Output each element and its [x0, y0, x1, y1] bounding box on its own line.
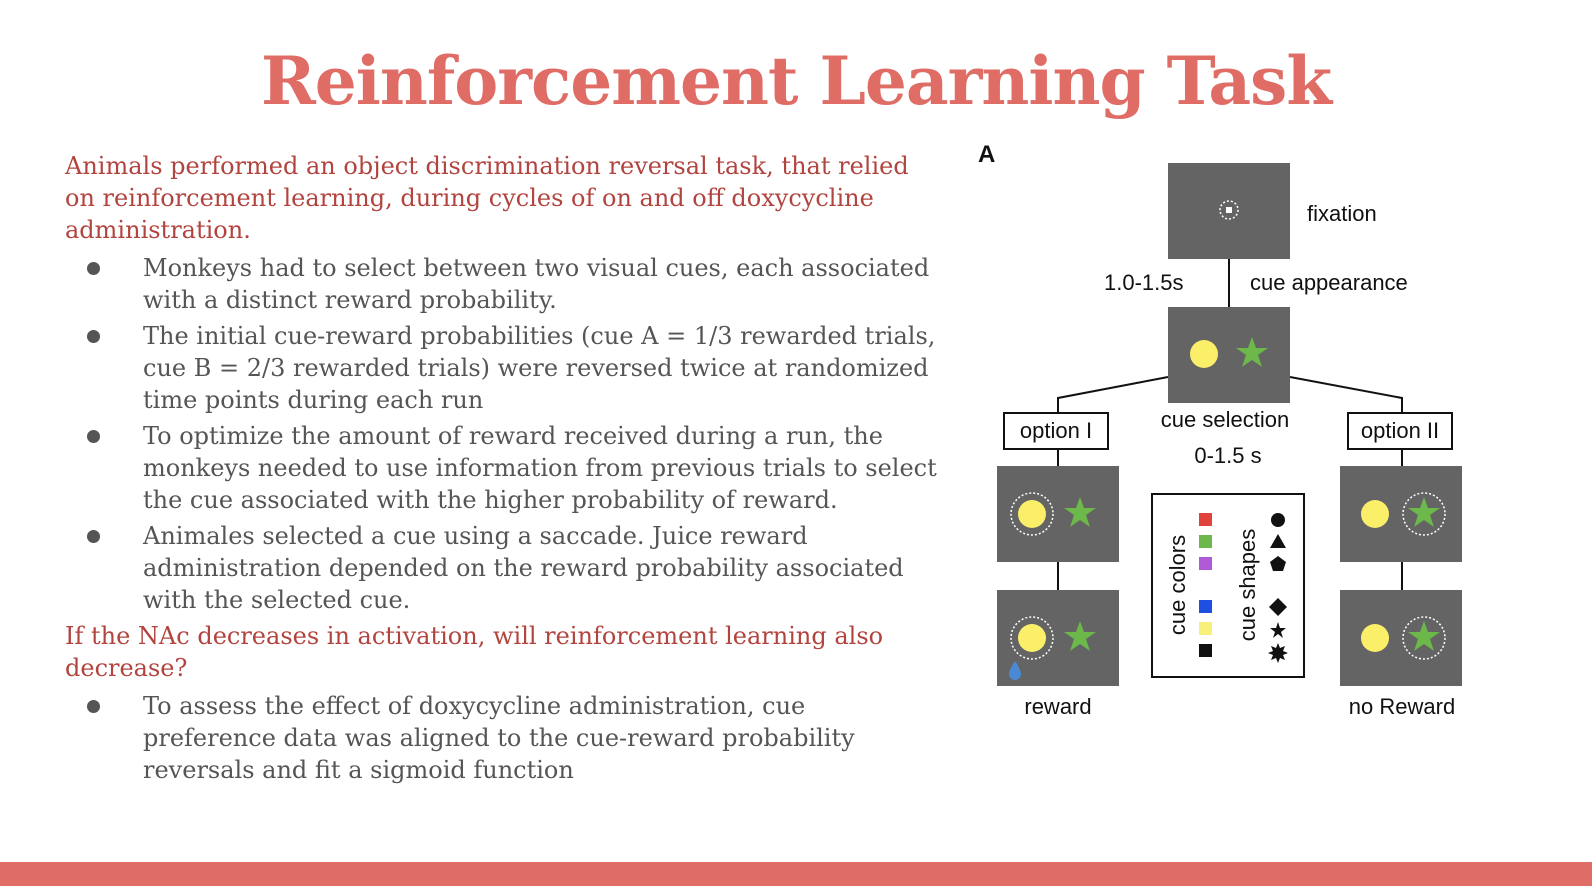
yellow-swatch — [1199, 622, 1212, 635]
option-1-box — [1003, 412, 1109, 450]
option-1-label: option I — [1020, 418, 1092, 443]
cue-screen — [1168, 307, 1290, 403]
blue-swatch — [1199, 600, 1212, 613]
green-star-cue-icon — [1064, 621, 1096, 651]
bullet-icon — [87, 262, 100, 275]
green-star-cue-icon — [1236, 337, 1268, 367]
bullet-list-2: To assess the effect of doxycycline admi… — [65, 690, 945, 786]
panel-label: A — [978, 141, 995, 168]
bullet-icon — [87, 530, 100, 543]
black-swatch — [1199, 644, 1212, 657]
branch-left-line — [1057, 376, 1169, 413]
selection-ring-icon — [1010, 492, 1054, 536]
cue-selection-label: cue selection — [1161, 407, 1289, 432]
fixation-ring-icon — [1219, 200, 1239, 220]
yellow-cue-icon — [1190, 340, 1218, 368]
question-paragraph: If the NAc decreases in activation, will… — [65, 622, 884, 682]
no-reward-label: no Reward — [1349, 694, 1455, 719]
branch-right-line — [1289, 376, 1403, 413]
yellow-cue-icon — [1361, 500, 1389, 528]
bullet-item: Animales selected a cue using a saccade.… — [65, 520, 945, 616]
yellow-cue-icon — [1018, 500, 1046, 528]
bullet-list-1: Monkeys had to select between two visual… — [65, 252, 945, 616]
bullet-item: Monkeys had to select between two visual… — [65, 252, 945, 316]
diamond-shape-icon — [1269, 598, 1287, 616]
circle-shape-icon — [1271, 513, 1285, 527]
task-diagram: A fixation 1.0-1.5s cue appearance optio… — [970, 135, 1490, 735]
slide-body: Animals performed an object discriminati… — [65, 150, 945, 790]
selection-ring-icon — [1402, 616, 1446, 660]
burst-shape-icon — [1268, 643, 1288, 663]
footer-accent-bar — [0, 862, 1592, 886]
bullet-icon — [87, 330, 100, 343]
slide-title: Reinforcement Learning Task — [260, 42, 1332, 120]
selection-ring-icon — [1010, 616, 1054, 660]
task-diagram-svg: A fixation 1.0-1.5s cue appearance optio… — [978, 141, 1462, 719]
juice-drop-icon — [1009, 661, 1021, 680]
reward-label: reward — [1024, 694, 1091, 719]
no-reward-screen — [1340, 590, 1462, 686]
yellow-cue-icon — [1018, 624, 1046, 652]
green-star-cue-icon — [1408, 621, 1440, 651]
bullet-item: The initial cue-reward probabilities (cu… — [65, 320, 945, 416]
yellow-cue-icon — [1361, 624, 1389, 652]
option-2-selection-screen — [1340, 466, 1462, 562]
option-2-box — [1347, 412, 1453, 450]
green-star-cue-icon — [1064, 497, 1096, 527]
fixation-point-icon — [1226, 207, 1232, 213]
star-shape-icon — [1270, 622, 1286, 638]
green-star-cue-icon — [1408, 497, 1440, 527]
option-1-selection-screen — [997, 466, 1119, 562]
bullet-item: To assess the effect of doxycycline admi… — [65, 690, 945, 786]
bullet-icon — [87, 700, 100, 713]
purple-swatch — [1199, 557, 1212, 570]
green-swatch — [1199, 535, 1212, 548]
interval-label: 1.0-1.5s — [1104, 270, 1184, 295]
bullet-icon — [87, 430, 100, 443]
selection-time-label: 0-1.5 s — [1194, 443, 1261, 468]
fixation-label: fixation — [1307, 201, 1377, 226]
selection-ring-icon — [1402, 492, 1446, 536]
intro-paragraph: Animals performed an object discriminati… — [65, 152, 909, 244]
legend-shapes-label: cue shapes — [1235, 529, 1260, 642]
option-2-label: option II — [1361, 418, 1439, 443]
legend-colors-label: cue colors — [1165, 535, 1190, 635]
cue-appearance-label: cue appearance — [1250, 270, 1408, 295]
pentagon-shape-icon — [1270, 556, 1286, 571]
triangle-shape-icon — [1270, 534, 1286, 548]
bullet-item: To optimize the amount of reward receive… — [65, 420, 945, 516]
red-swatch — [1199, 513, 1212, 526]
